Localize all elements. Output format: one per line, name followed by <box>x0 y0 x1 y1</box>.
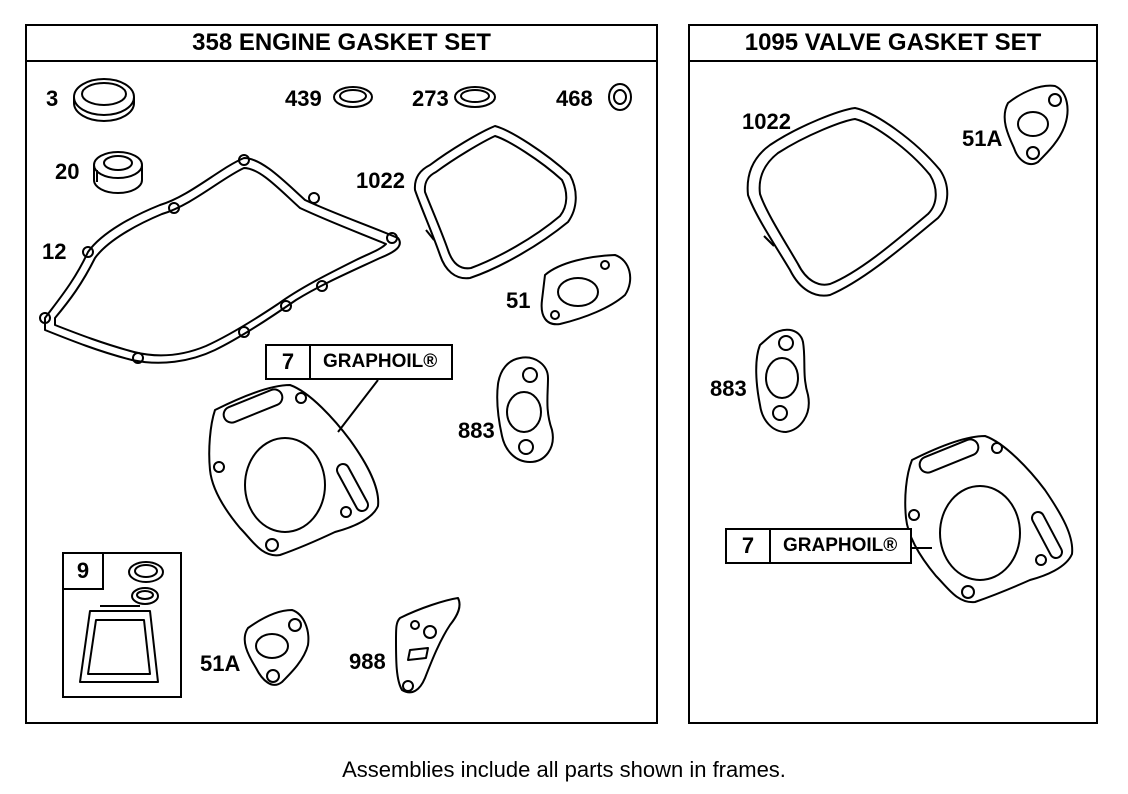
label-part-883-right: 883 <box>710 376 747 401</box>
valve-gasket-set-frame: 1095 VALVE GASKET SET <box>688 24 1098 724</box>
part-883-gasket-right <box>755 328 810 433</box>
part-51a-gasket-right <box>1003 84 1069 166</box>
part-51a-gasket-left <box>243 609 310 686</box>
part-20-oil-seal <box>93 151 143 194</box>
kit-9-parts <box>79 561 164 683</box>
part-1022-valve-cover-gasket-right <box>746 107 949 297</box>
valve-gasket-set-title: 1095 VALVE GASKET SET <box>690 26 1096 62</box>
label-part-1022-right: 1022 <box>742 109 791 134</box>
part-988-gasket <box>395 597 461 694</box>
engine-gasket-set-title: 358 ENGINE GASKET SET <box>27 26 656 62</box>
label-part-51: 51 <box>506 288 531 313</box>
graphoil-callout-right: 7 GRAPHOIL® <box>725 528 912 564</box>
part-12-crankcase-gasket <box>39 154 401 364</box>
part-7-head-gasket-right <box>904 435 1074 604</box>
label-part-883-left: 883 <box>458 418 495 443</box>
graphoil-callout-left: 7 GRAPHOIL® <box>265 344 453 380</box>
part-7-head-gasket-left <box>208 384 380 557</box>
part-3-seal-ring <box>73 78 135 122</box>
graphoil-number-right: 7 <box>727 530 771 562</box>
label-part-988: 988 <box>349 649 386 674</box>
part-439-ring <box>333 86 373 108</box>
part-1022-valve-cover-gasket-left <box>413 125 577 280</box>
engine-gasket-set-frame: 358 ENGINE GASKET SET <box>25 24 658 724</box>
label-part-273: 273 <box>412 86 449 111</box>
part-468-ring <box>608 83 632 111</box>
part-883-gasket-left <box>496 356 554 463</box>
assemblies-caption: Assemblies include all parts shown in fr… <box>342 757 786 782</box>
label-part-20: 20 <box>55 159 80 184</box>
label-part-12: 12 <box>42 239 67 264</box>
graphoil-number-left: 7 <box>267 346 311 378</box>
part-51-flange-gasket <box>540 254 632 326</box>
label-part-1022-left: 1022 <box>356 168 405 193</box>
kit-9-number: 9 <box>64 554 104 590</box>
graphoil-leader-left <box>337 379 379 433</box>
part-273-ring <box>454 86 496 108</box>
label-part-3: 3 <box>46 86 59 111</box>
label-part-468: 468 <box>556 86 593 111</box>
graphoil-text-right: GRAPHOIL® <box>783 535 898 556</box>
label-part-51a-left: 51A <box>200 651 241 676</box>
label-part-439: 439 <box>285 86 322 111</box>
graphoil-text-left: GRAPHOIL® <box>323 351 438 372</box>
label-part-51a-right: 51A <box>962 126 1003 151</box>
